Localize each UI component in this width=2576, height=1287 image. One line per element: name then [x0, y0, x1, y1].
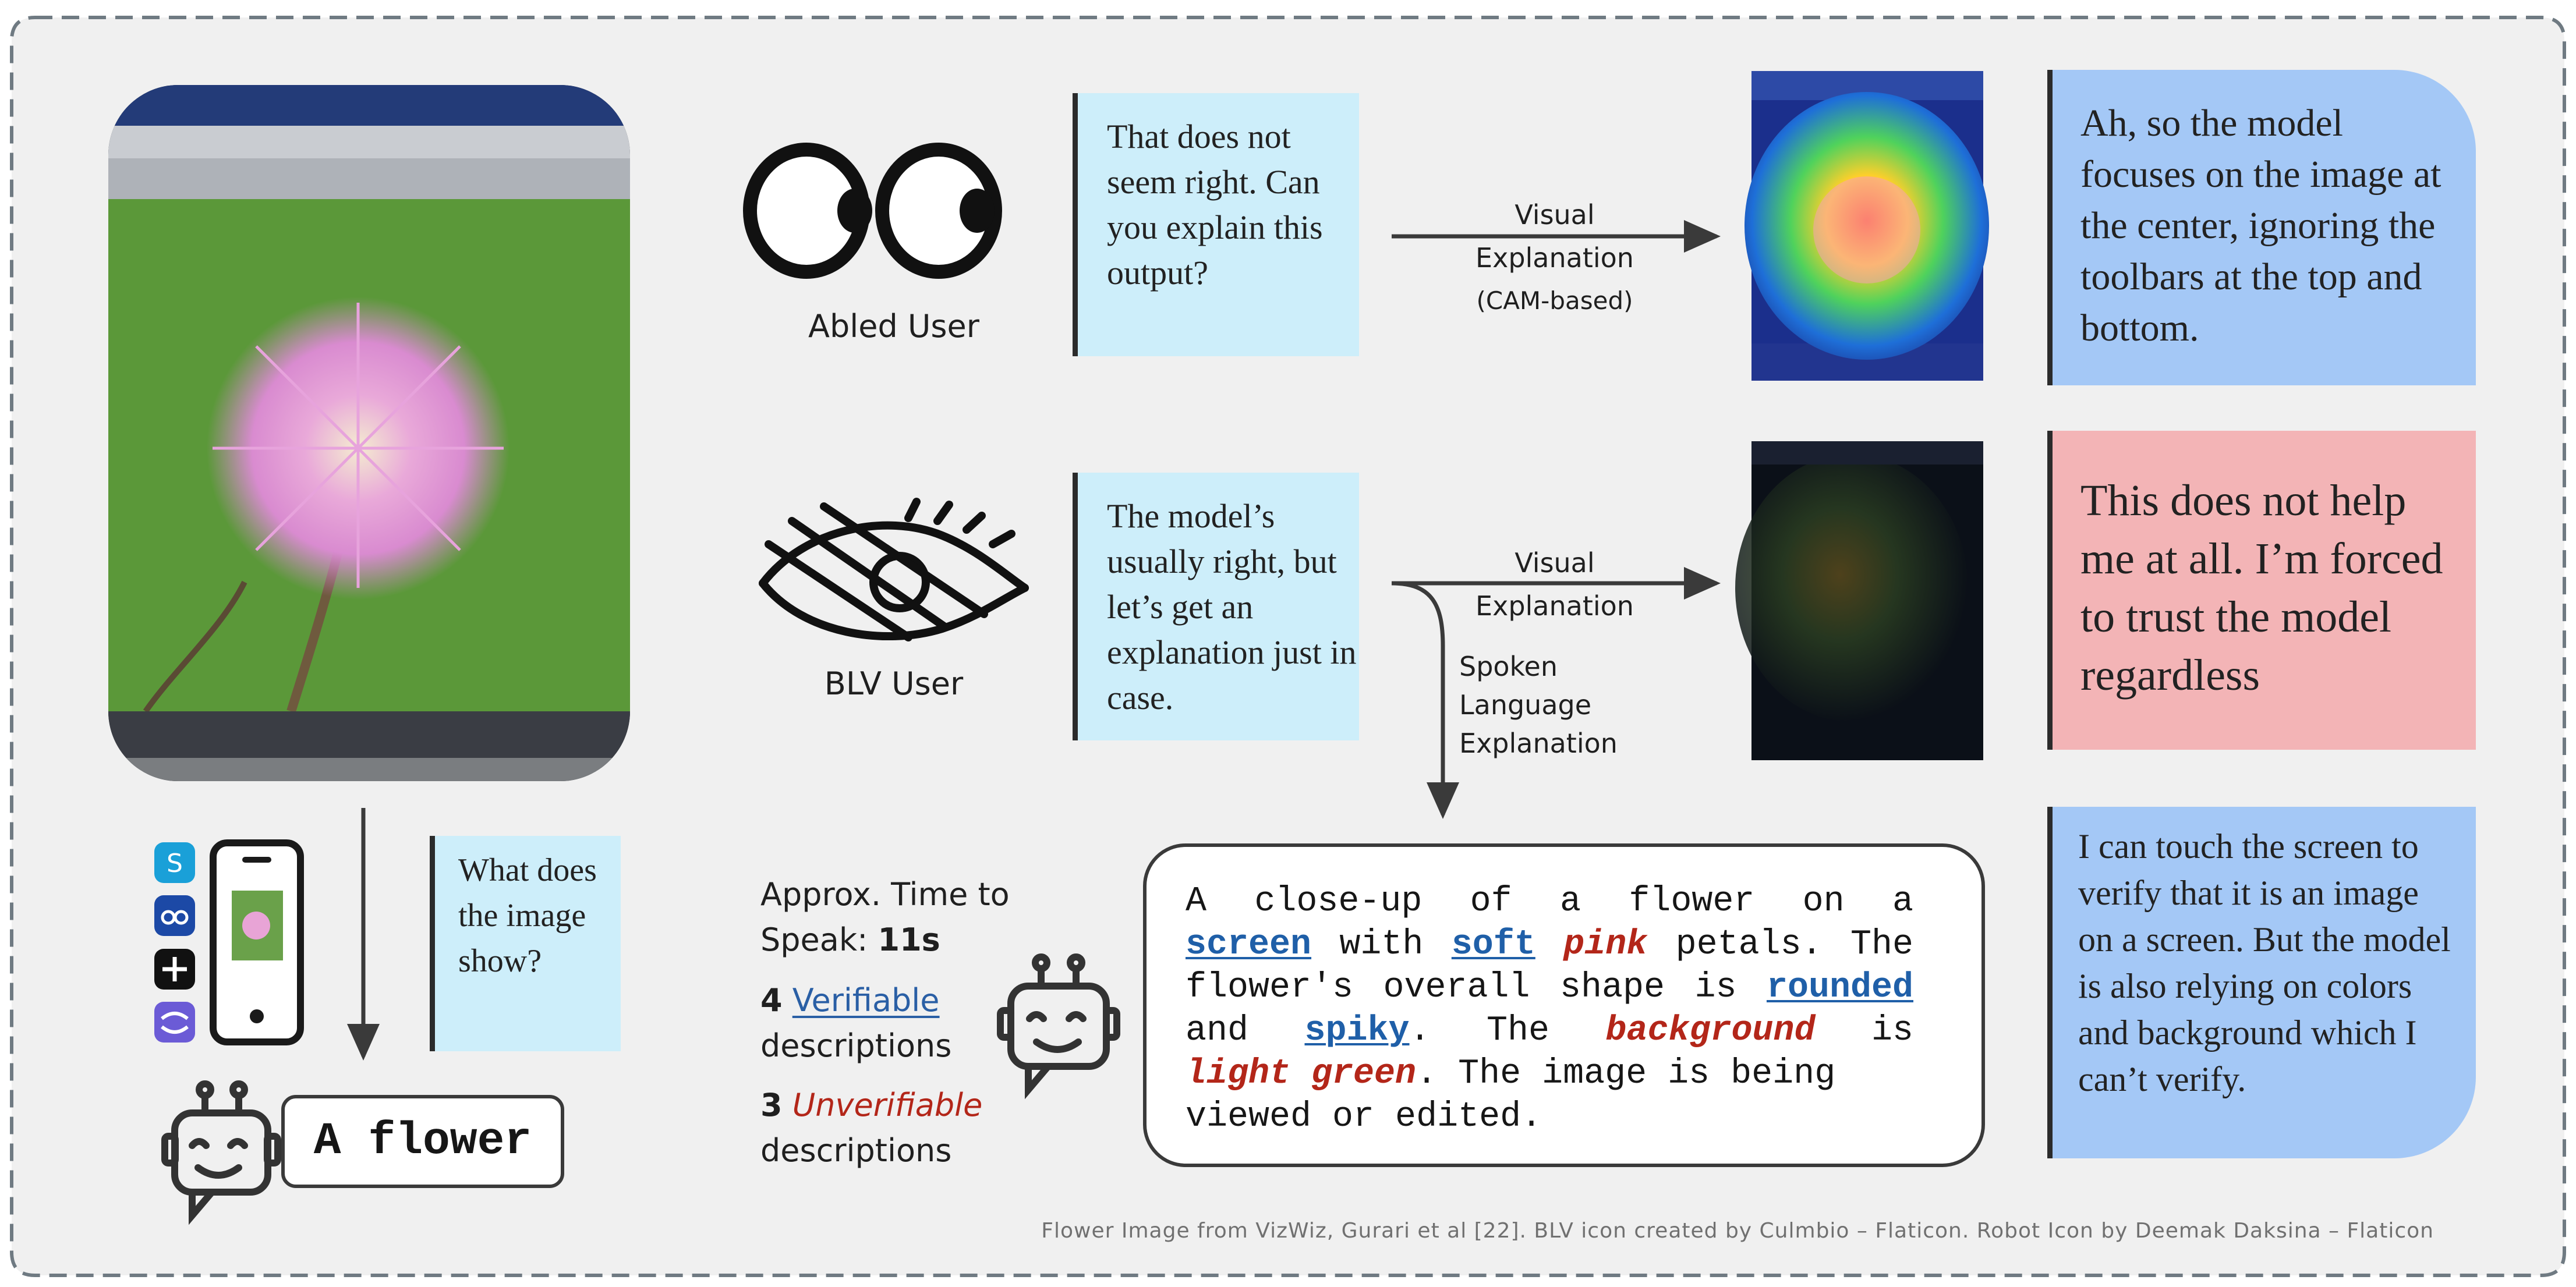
blv-visual-reaction-text: This does not help me at all. I’m forced…	[2080, 476, 2443, 700]
spoken-text-segment: viewed or edited.	[1186, 1097, 1542, 1137]
blv-arrow-label-2: Explanation	[1475, 590, 1634, 622]
verifiable-keyword: soft	[1451, 925, 1535, 965]
lookout-icon	[154, 1002, 195, 1043]
blv-arrow-label-1: Visual	[1515, 547, 1595, 579]
verifiable-descriptions: descriptions	[760, 1027, 952, 1064]
question-bubble: What does the image show?	[430, 836, 621, 1051]
verifiable-word: Verifiable	[792, 982, 940, 1019]
verifiable-count: 4	[760, 982, 783, 1019]
blv-spoken-reaction-text: I can touch the screen to verify that it…	[2078, 827, 2451, 1098]
verifiable-stat: 4 Verifiable descriptions	[760, 978, 951, 1069]
abled-message: That does not seem right. Can you explai…	[1073, 93, 1359, 356]
seeing-ai-icon: S	[154, 842, 195, 883]
abled-message-text: That does not seem right. Can you explai…	[1107, 118, 1323, 292]
spoken-text-segment: . The image is being	[1416, 1054, 1836, 1094]
spoken-line: light green. The image is being	[1186, 1052, 1913, 1095]
spoken-text-segment: and	[1186, 1011, 1305, 1051]
unverifiable-descriptions: descriptions	[760, 1132, 952, 1169]
be-my-eyes-icon	[154, 895, 195, 936]
speak-time-prefix: Speak:	[760, 921, 878, 958]
unverifiable-count: 3	[760, 1087, 783, 1123]
abled-arrow-label-2: Explanation	[1475, 242, 1634, 274]
blv-message: The model’s usually right, but let’s get…	[1073, 473, 1359, 740]
spoken-line: screen with soft pink petals. The	[1186, 923, 1913, 966]
robot-icon	[997, 953, 1120, 1100]
eyes-icon	[743, 143, 1002, 279]
unverifiable-word: Unverifiable	[792, 1087, 983, 1123]
abled-arrow-label-3: (CAM-based)	[1476, 286, 1633, 315]
spoken-label-2: Language	[1459, 689, 1592, 721]
blv-spoken-reaction: I can touch the screen to verify that it…	[2047, 807, 2476, 1158]
blv-visual-reaction: This does not help me at all. I’m forced…	[2047, 431, 2476, 750]
spoken-text-segment	[1535, 925, 1563, 965]
spoken-text-segment: . The	[1409, 1011, 1606, 1051]
spoken-line: flower's overall shape is rounded	[1186, 966, 1913, 1009]
dark-heatmap	[1735, 441, 1983, 760]
spoken-text-segment: with	[1311, 925, 1452, 965]
flower-photo	[108, 85, 630, 781]
question-text: What does the image show?	[458, 852, 597, 979]
unverifiable-keyword: pink	[1563, 925, 1648, 965]
envision-icon	[154, 949, 195, 990]
blind-eye-icon	[759, 498, 1029, 641]
blv-user-label: BLV User	[824, 665, 964, 702]
spoken-text-segment: petals. The	[1647, 925, 1913, 965]
cam-heatmap	[1745, 71, 1989, 381]
unverifiable-keyword: light green	[1186, 1054, 1417, 1094]
speak-time-stat: Approx. Time to Speak: 11s	[760, 872, 1010, 963]
unverifiable-keyword: background	[1605, 1011, 1816, 1051]
spoken-line: A close-up of a flower on a	[1186, 880, 1913, 923]
verifiable-keyword: spiky	[1304, 1011, 1410, 1051]
spoken-explanation-box	[1143, 843, 1985, 1167]
abled-reaction: Ah, so the model focuses on the image at…	[2047, 70, 2476, 385]
spoken-label-1: Spoken	[1459, 651, 1558, 682]
abled-arrow-label-1: Visual	[1515, 199, 1595, 231]
spoken-text-segment: is	[1815, 1011, 1913, 1051]
speak-time-line-1: Approx. Time to	[760, 876, 1010, 913]
verifiable-keyword: screen	[1186, 925, 1312, 965]
abled-reaction-text: Ah, so the model focuses on the image at…	[2080, 102, 2441, 349]
spoken-line: viewed or edited.	[1186, 1095, 1913, 1139]
credit-line: Flower Image from VizWiz, Gurari et al […	[1041, 1219, 2434, 1243]
robot-icon	[161, 1080, 281, 1225]
spoken-label-3: Explanation	[1459, 728, 1618, 759]
unverifiable-stat: 3 Unverifiable descriptions	[760, 1083, 982, 1173]
verifiable-keyword: rounded	[1766, 968, 1913, 1008]
svg-text:S: S	[167, 849, 183, 878]
spoken-text-segment: flower's overall shape is	[1186, 968, 1767, 1008]
abled-user-label: Abled User	[808, 308, 979, 345]
answer-box	[281, 1095, 564, 1188]
speak-time-line-2: Speak: 11s	[760, 917, 1010, 963]
spoken-text-segment: A close-up of a flower on a	[1186, 882, 1913, 921]
model-answer: A flower	[313, 1116, 532, 1167]
smartphone-icon	[210, 839, 304, 1045]
spoken-line: and spiky. The background is	[1186, 1009, 1913, 1052]
blv-message-text: The model’s usually right, but let’s get…	[1107, 497, 1357, 717]
speak-time-value: 11s	[877, 921, 940, 958]
